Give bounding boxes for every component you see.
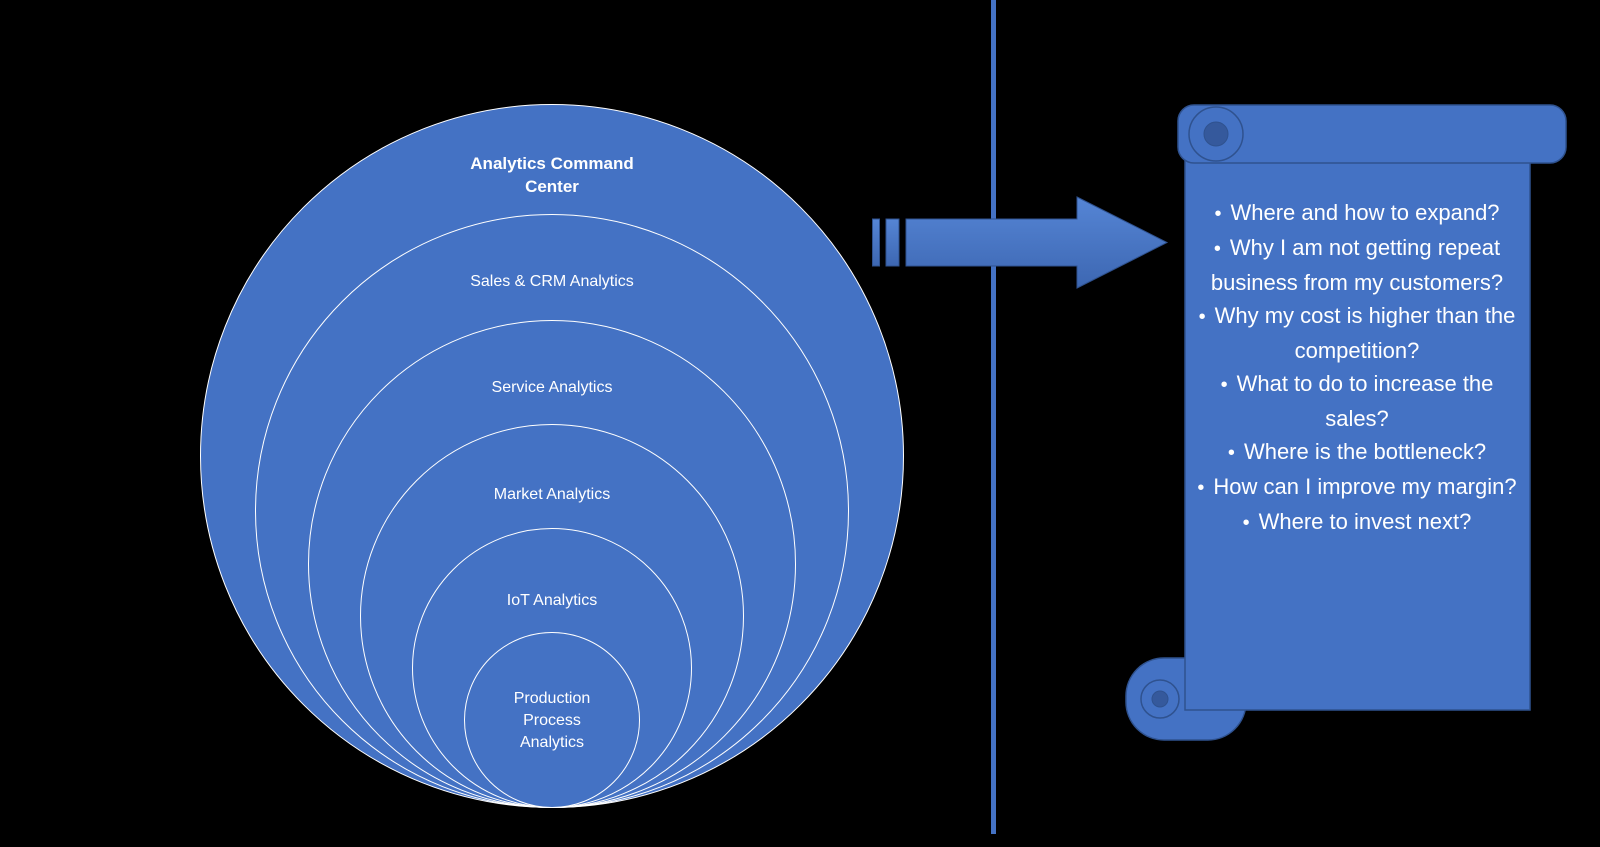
circle-label-analytics-command-center: Analytics Command Center: [470, 154, 634, 197]
scroll-icon: [1125, 104, 1567, 741]
scroll-bullet-item: • Where and how to expand?: [1197, 196, 1517, 231]
bullet-text: How can I improve my margin?: [1213, 474, 1517, 499]
bullet-text: Why my cost is higher than the competiti…: [1214, 303, 1516, 363]
bullet-icon: •: [1214, 203, 1222, 225]
scroll-bullet-item: • Where is the bottleneck?: [1197, 435, 1517, 470]
circle-label-market-analytics: Market Analytics: [493, 486, 611, 503]
scroll-bullet-item: • What to do to increase the sales?: [1197, 367, 1517, 435]
scroll-bullet-item: • How can I improve my margin?: [1197, 470, 1517, 505]
circle-label-iot-analytics: IoT Analytics: [506, 592, 598, 609]
bullet-text: Why I am not getting repeat business fro…: [1210, 235, 1504, 295]
right-arrow-shape: [872, 195, 1172, 290]
scroll-bullet-item: •Why I am not getting repeat business fr…: [1197, 231, 1517, 299]
divider-line: [991, 0, 996, 834]
scroll-bullet-list: •Where and how to expand? •Why I am not …: [1197, 196, 1517, 540]
scroll-bullet-item: • Why my cost is higher than the competit…: [1197, 299, 1517, 367]
circle-label-production-process-analytics: Production Process Analytics: [513, 690, 591, 752]
bullet-icon: •: [1198, 306, 1206, 328]
bullet-icon: •: [1242, 512, 1250, 534]
bullet-icon: •: [1220, 374, 1228, 396]
bullet-icon: •: [1197, 477, 1205, 499]
scroll-shape: [1120, 100, 1570, 745]
bullet-icon: •: [1213, 238, 1221, 260]
circle-label-service-analytics: Service Analytics: [491, 379, 613, 396]
circle-production-process-analytics: [464, 632, 640, 808]
bullet-text: Where to invest next?: [1258, 509, 1472, 534]
circle-label-sales-crm-analytics: Sales & CRM Analytics: [470, 273, 634, 290]
scroll-bullet-item: • Where to invest next?: [1197, 505, 1517, 540]
bullet-text: Where and how to expand?: [1230, 200, 1500, 225]
arrow-right-icon: [872, 196, 1169, 289]
bullet-text: Where is the bottleneck?: [1243, 439, 1487, 464]
bullet-icon: •: [1227, 442, 1235, 464]
bullet-text: What to do to increase the sales?: [1236, 371, 1494, 431]
